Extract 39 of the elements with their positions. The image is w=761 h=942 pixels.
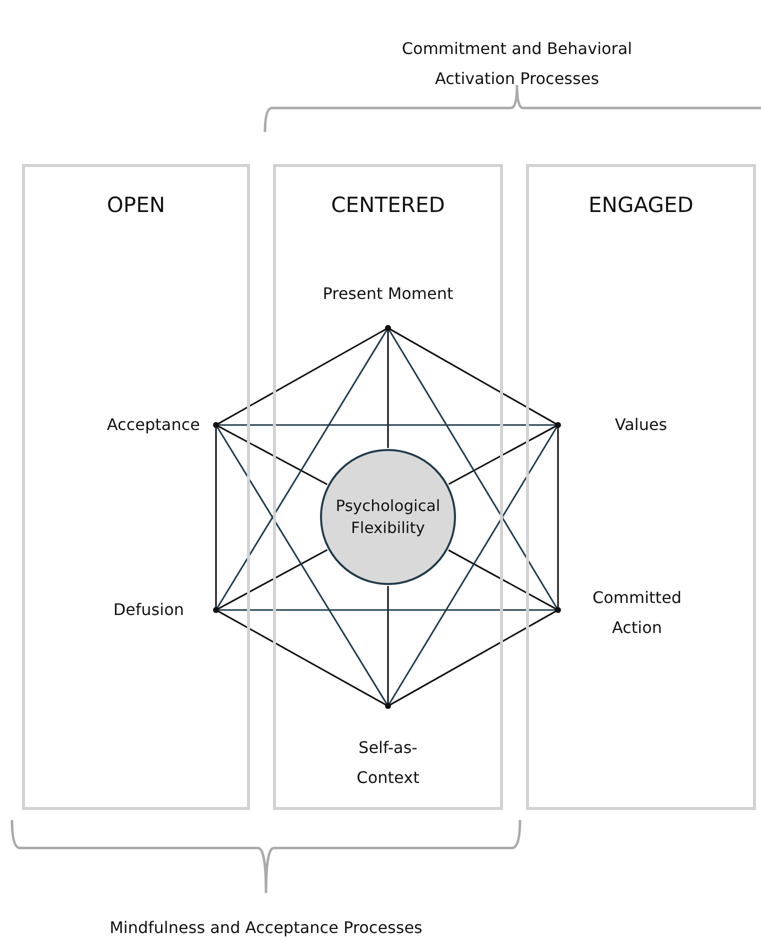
connector-line <box>387 586 389 706</box>
connector-line <box>216 549 328 611</box>
column-heading: OPEN <box>106 193 166 217</box>
connector-line <box>387 424 559 706</box>
column-panel <box>526 164 756 810</box>
column-panel <box>273 164 503 810</box>
vertex-point <box>385 703 391 709</box>
vertex-point <box>555 607 561 613</box>
connector-line <box>448 424 558 485</box>
connector-line <box>216 609 388 707</box>
connector-line <box>216 609 558 611</box>
vertex-point <box>555 422 561 428</box>
connector-line <box>387 328 559 610</box>
column-heading: ENGAGED <box>588 193 694 217</box>
vertex-point <box>213 422 219 428</box>
connector-line <box>215 424 389 706</box>
center-label: Psychological Flexibility <box>334 496 442 539</box>
process-label: Defusion <box>112 599 184 621</box>
column-heading: CENTERED <box>330 193 446 217</box>
connector-line <box>216 424 558 426</box>
process-label: Values <box>614 414 668 436</box>
connector-line <box>557 425 559 610</box>
process-label: Present Moment <box>322 283 454 305</box>
connector-line <box>388 609 558 707</box>
connector-line <box>216 424 328 486</box>
vertex-point <box>385 325 391 331</box>
column-panel <box>22 164 250 810</box>
connector-line <box>215 425 217 610</box>
vertex-point <box>213 607 219 613</box>
connector-line <box>216 327 388 426</box>
group-caption: Commitment and Behavioral Activation Processes <box>400 38 634 90</box>
connector-line <box>388 327 558 426</box>
connector-line <box>215 328 389 610</box>
connector-line <box>448 549 558 611</box>
group-caption: Mindfulness and Acceptance Processes <box>108 917 424 939</box>
process-label: Acceptance <box>106 414 200 436</box>
process-label: Committed Action <box>591 587 683 639</box>
connector-line <box>387 328 389 448</box>
process-label: Self-as-Context <box>356 737 420 789</box>
